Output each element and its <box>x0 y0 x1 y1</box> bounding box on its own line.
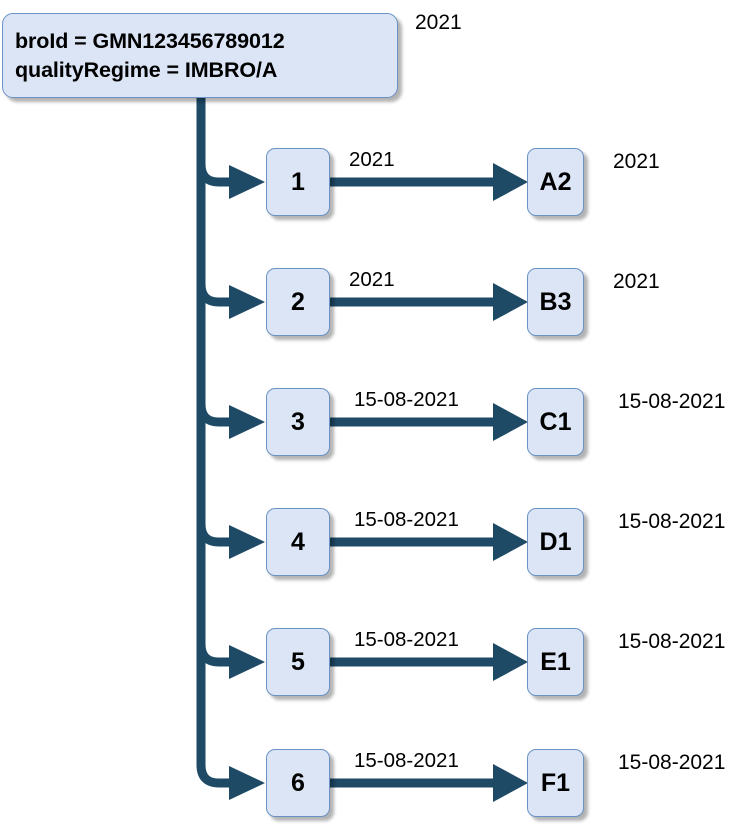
root-side-label: 2021 <box>415 11 462 34</box>
branch-elbow-1 <box>196 163 231 187</box>
mid-node-2-label: 2 <box>291 287 305 316</box>
branch-elbow-4 <box>196 523 231 547</box>
end-node-5-label: E1 <box>540 647 571 676</box>
end-node-6[interactable]: F1 <box>527 749 584 817</box>
root-node-broid-line: broId = GMN123456789012 <box>15 28 285 53</box>
branch-arrowhead-4 <box>229 525 265 559</box>
edge-label-3: 15-08-2021 <box>354 388 459 411</box>
edge-arrowhead-1 <box>493 163 528 201</box>
end-node-5[interactable]: E1 <box>527 628 584 696</box>
mid-node-3[interactable]: 3 <box>266 388 330 456</box>
mid-node-6-label: 6 <box>291 768 305 797</box>
row-side-label-5: 15-08-2021 <box>618 630 726 653</box>
row-side-label-2: 2021 <box>613 270 660 293</box>
edge-arrowhead-2 <box>493 283 528 321</box>
branch-arrowhead-1 <box>229 165 265 199</box>
root-node-qualityregime-line: qualityRegime = IMBRO/A <box>15 57 278 82</box>
mid-node-5[interactable]: 5 <box>266 628 330 696</box>
end-node-1-label: A2 <box>539 167 572 196</box>
branch-elbow-5 <box>196 643 231 667</box>
row-side-label-4: 15-08-2021 <box>618 510 726 533</box>
end-node-2-label: B3 <box>539 287 572 316</box>
row-side-label-6: 15-08-2021 <box>618 751 726 774</box>
branch-arrowhead-2 <box>229 285 265 319</box>
branch-elbow-2 <box>196 283 231 307</box>
end-node-4[interactable]: D1 <box>527 508 584 576</box>
branch-arrowhead-5 <box>229 645 265 679</box>
edge-arrowhead-5 <box>493 643 528 681</box>
mid-node-4[interactable]: 4 <box>266 508 330 576</box>
edge-arrowhead-3 <box>493 403 528 441</box>
row-side-label-1: 2021 <box>613 150 660 173</box>
root-node[interactable]: broId = GMN123456789012 qualityRegime = … <box>2 13 398 98</box>
mid-node-5-label: 5 <box>291 647 305 676</box>
mid-node-2[interactable]: 2 <box>266 268 330 336</box>
mid-node-3-label: 3 <box>291 407 305 436</box>
end-node-1[interactable]: A2 <box>527 148 584 216</box>
mid-node-6[interactable]: 6 <box>266 749 330 817</box>
branch-arrowhead-3 <box>229 405 265 439</box>
end-node-4-label: D1 <box>539 527 572 556</box>
trunk-line <box>196 96 231 788</box>
end-node-2[interactable]: B3 <box>527 268 584 336</box>
mid-node-1[interactable]: 1 <box>266 148 330 216</box>
edge-label-2: 2021 <box>349 268 395 291</box>
mid-node-1-label: 1 <box>291 167 305 196</box>
edge-label-5: 15-08-2021 <box>354 628 459 651</box>
edge-label-4: 15-08-2021 <box>354 508 459 531</box>
branch-elbow-3 <box>196 403 231 427</box>
end-node-3[interactable]: C1 <box>527 388 584 456</box>
mid-node-4-label: 4 <box>291 527 305 556</box>
end-node-3-label: C1 <box>539 407 572 436</box>
edge-label-1: 2021 <box>349 148 395 171</box>
edge-label-6: 15-08-2021 <box>354 749 459 772</box>
branch-arrowhead-6 <box>229 766 265 800</box>
edge-arrowhead-6 <box>493 764 528 802</box>
row-side-label-3: 15-08-2021 <box>618 390 726 413</box>
end-node-6-label: F1 <box>540 768 571 797</box>
edge-arrowhead-4 <box>493 523 528 561</box>
